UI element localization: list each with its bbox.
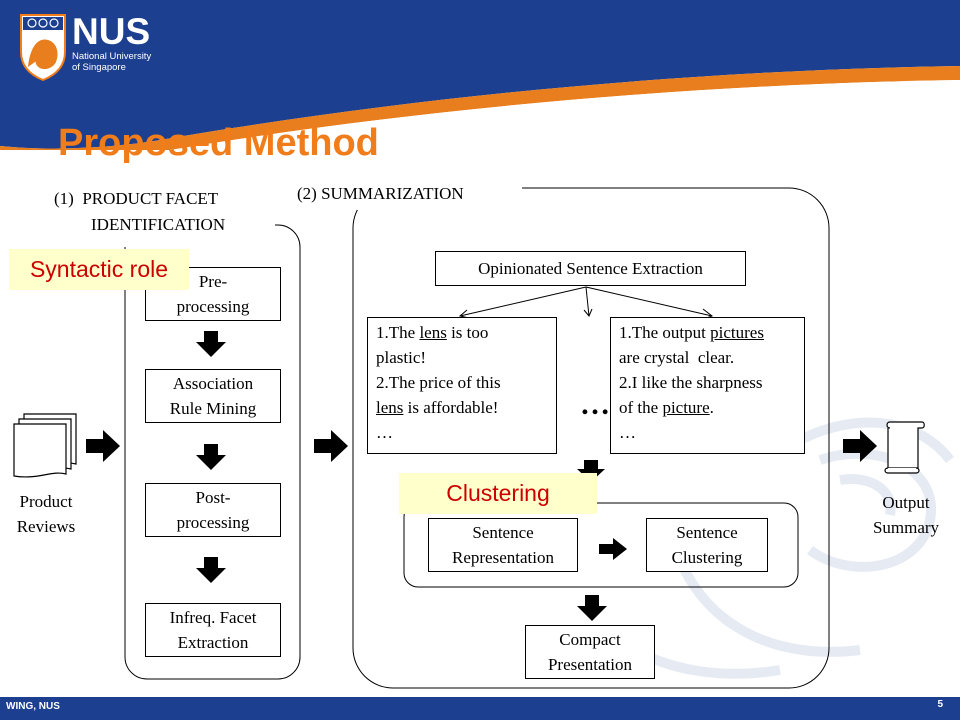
logo-line2: of Singapore [72, 62, 126, 73]
header-banner [0, 0, 960, 150]
product-reviews-label: Product Reviews [16, 492, 76, 536]
documents-icon [13, 413, 77, 478]
arrow-down-icon [196, 444, 226, 470]
step-preprocessing: Pre-processing [145, 267, 281, 321]
nus-logo: NUS National University of Singapore [72, 11, 152, 74]
nus-crest-icon [20, 14, 66, 82]
footer-bar: WING, NUS 5 [0, 697, 960, 720]
arrow-right-icon [86, 430, 120, 462]
sentence-group-picture: 1.The output pictures are crystal clear.… [610, 317, 805, 454]
syntactic-role-tag: Syntactic role [9, 249, 189, 290]
output-summary-label: Output Summary [872, 493, 940, 537]
arrow-down-icon [196, 557, 226, 583]
arrow-right-icon [599, 538, 627, 560]
section2-header: (2) SUMMARIZATION [288, 178, 522, 210]
logo-name: NUS [72, 11, 151, 52]
arrow-right-icon [843, 430, 877, 462]
opinionated-sentence-extraction-box: Opinionated Sentence Extraction [435, 251, 746, 286]
scroll-icon [884, 421, 925, 474]
arrow-down-icon [196, 331, 226, 357]
arrow-down-icon [577, 460, 605, 482]
logo-line1: National University [72, 51, 152, 62]
ellipsis-between-groups: … [580, 388, 610, 421]
slide-title: Proposed Method [58, 122, 379, 164]
step-postprocessing: Post-processing [145, 483, 281, 537]
arrow-right-icon [314, 430, 348, 462]
section1-header: (1) PRODUCT FACET IDENTIFICATION [38, 177, 275, 247]
clustering-tag: Clustering [399, 473, 597, 514]
page-number: 5 [937, 699, 943, 710]
footer-org: WING, NUS [6, 701, 60, 712]
arrow-down-icon [577, 595, 607, 621]
sentence-group-lens: 1.The lens is too plastic! 2.The price o… [367, 317, 557, 454]
